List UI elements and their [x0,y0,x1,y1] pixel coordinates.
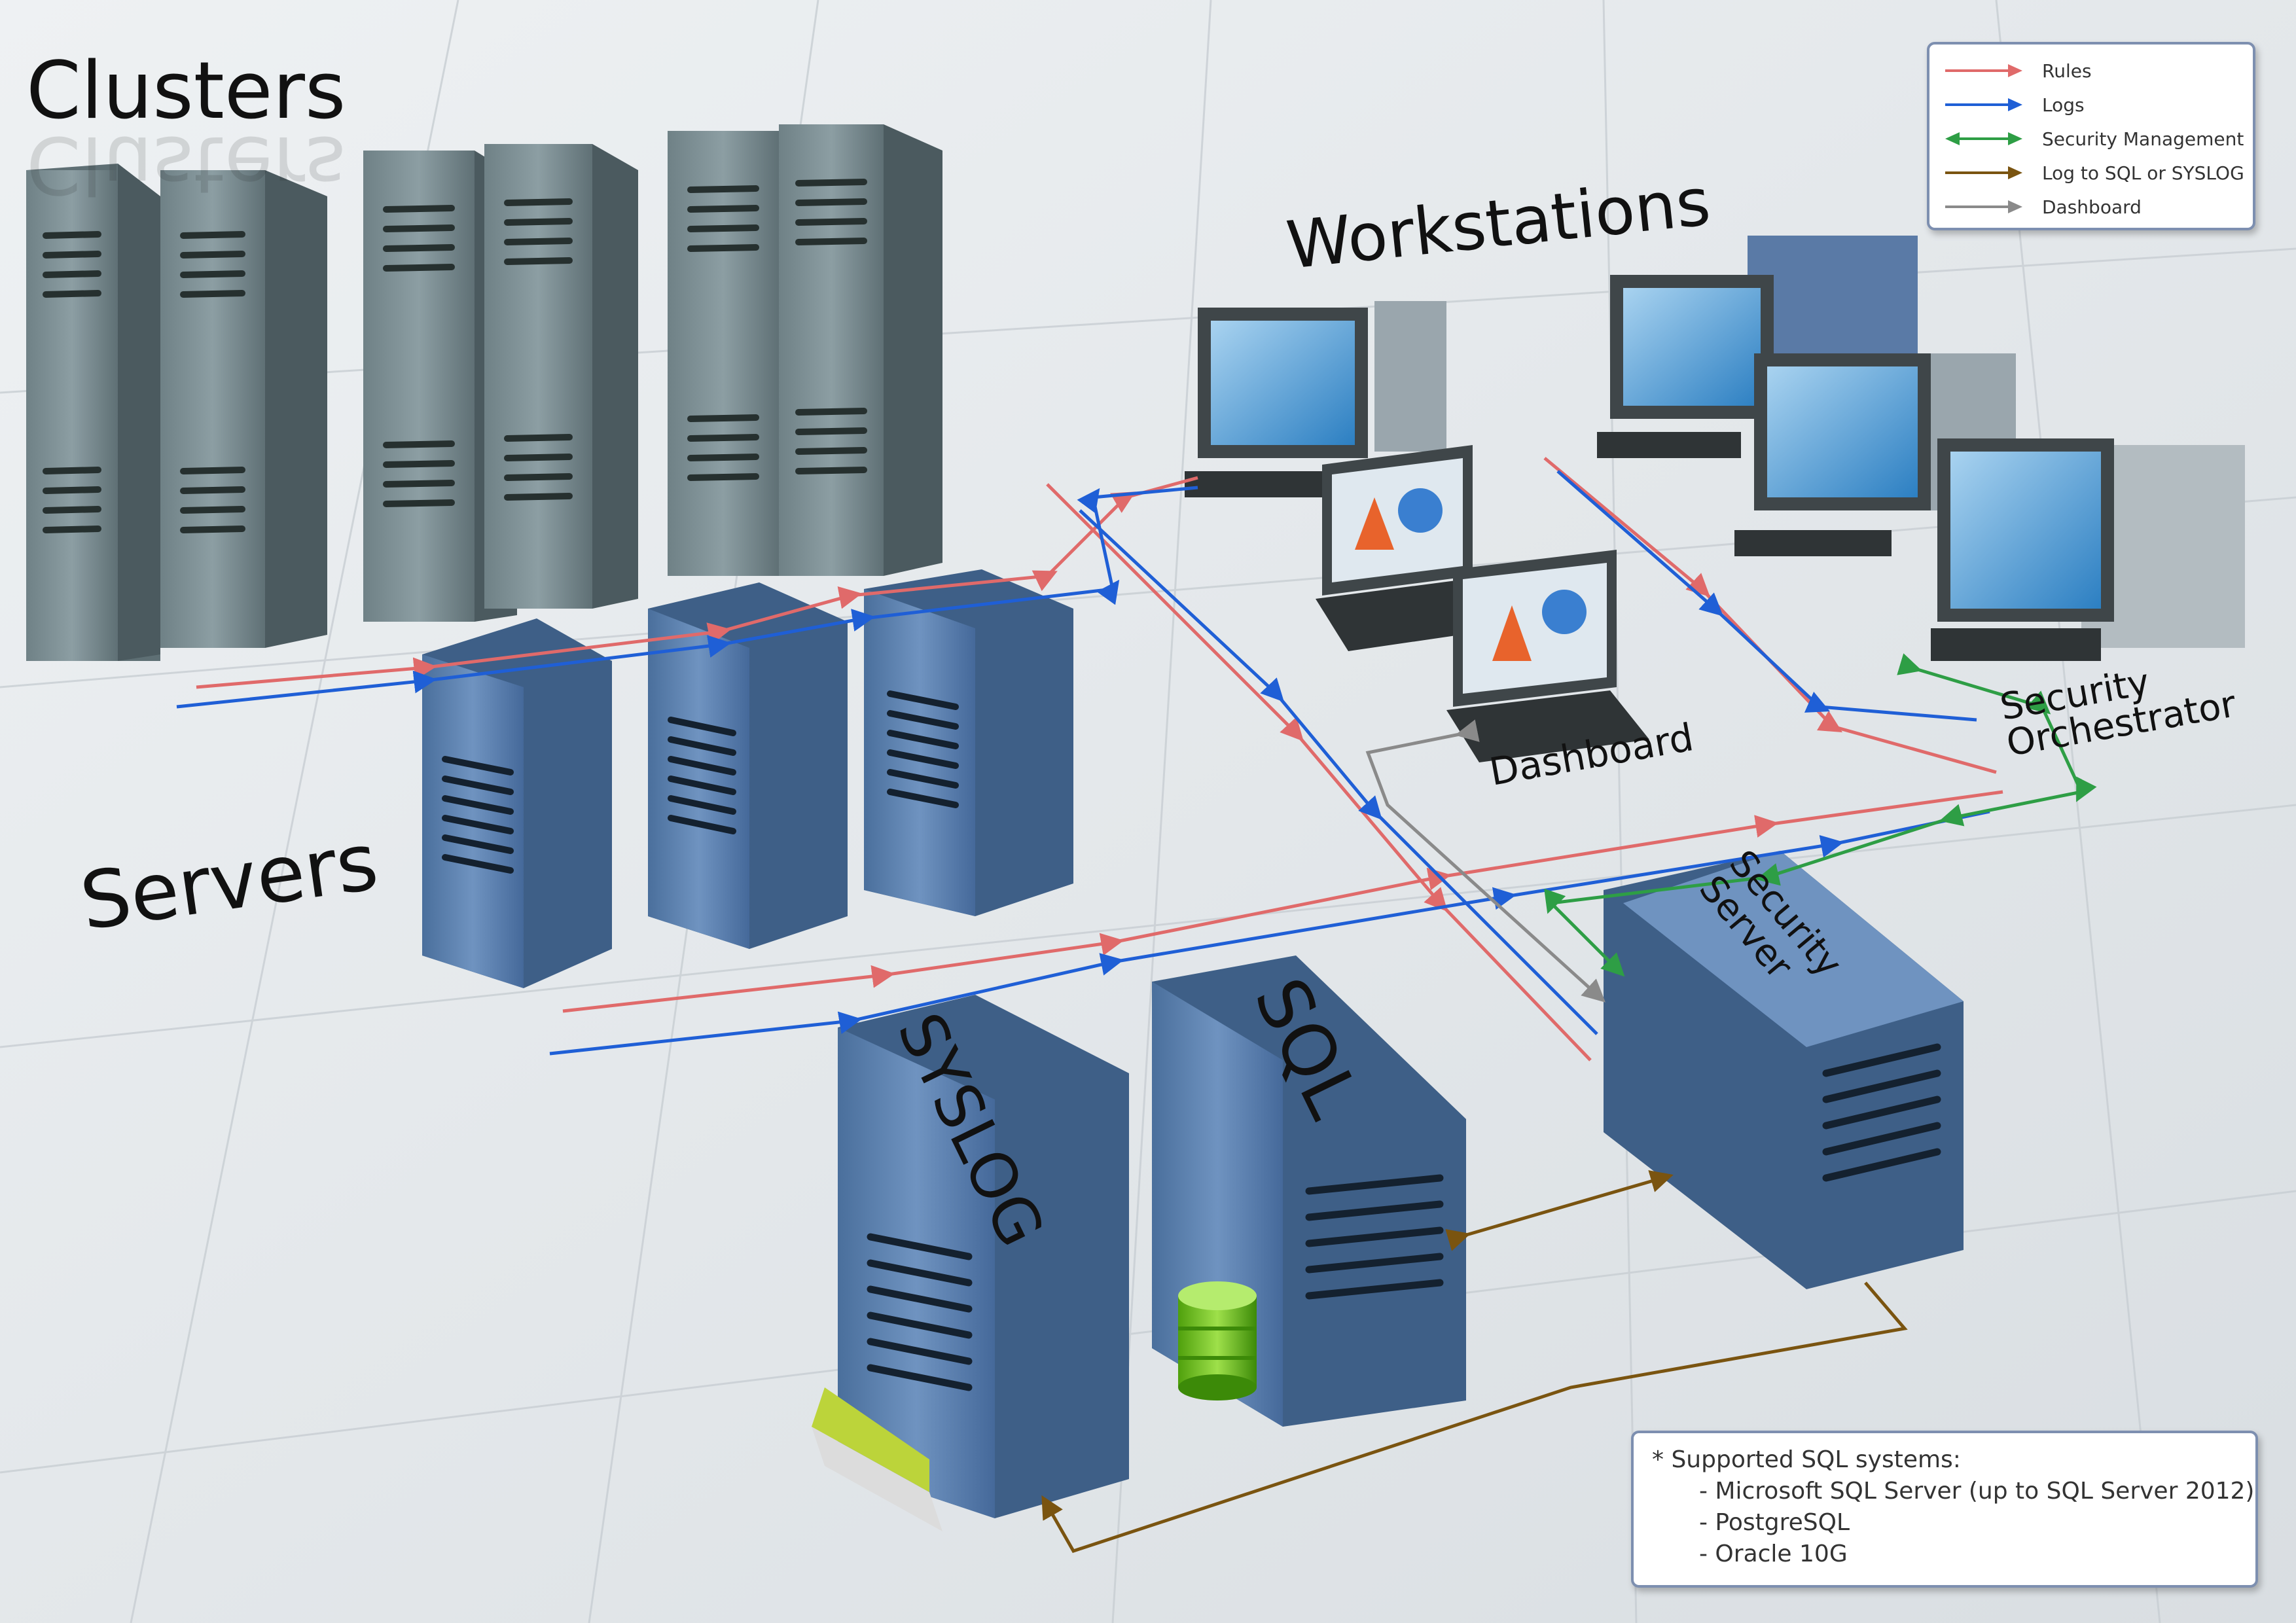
cluster-tower [484,144,638,609]
legend-item-logs: Logs [1943,92,2085,118]
legend-label: Security Management [2042,128,2244,150]
legend-label: Rules [2042,60,2092,82]
note-item: - Microsoft SQL Server (up to SQL Server… [1699,1478,2255,1505]
dashboard-laptop [1316,445,1505,651]
legend-label: Dashboard [2042,196,2142,218]
supported-sql-note: * Supported SQL systems: - Microsoft SQL… [1631,1431,2258,1588]
legend-label: Log to SQL or SYSLOG [2042,162,2244,184]
workstation [1185,301,1446,497]
log-to-sql-arrow-icon [1945,166,2022,179]
legend-item-rules: Rules [1943,58,2092,84]
security-management-arrow-icon [1945,132,2022,145]
rules-arrow-icon [1945,64,2022,77]
syslog-server [838,995,1129,1518]
clusters-label-reflection: Clusters [26,118,346,209]
cluster-tower [779,124,942,576]
note-item: - Oracle 10G [1699,1541,1848,1567]
server-tower [864,569,1073,916]
legend: Rules Logs Security Management Log to SQ… [1927,42,2255,230]
security-server-label: Security Server [1691,842,1857,1019]
syslog-book-icon [812,1387,942,1531]
server-tower [422,618,612,988]
cluster-tower [26,164,160,661]
legend-item-security-management: Security Management [1943,126,2244,152]
note-title: * Supported SQL systems: [1652,1446,1961,1473]
connections [176,457,2097,1554]
legend-label: Logs [2042,94,2085,116]
cluster-tower [160,170,327,648]
sql-database-icon [1178,1281,1257,1400]
note-item: - PostgreSQL [1699,1509,1850,1536]
clusters-label: Clusters [26,46,346,137]
legend-item-log-to-sql: Log to SQL or SYSLOG [1943,160,2244,186]
logs-arrow-icon [1945,98,2022,111]
dashboard-arrow-icon [1945,200,2022,213]
legend-item-dashboard: Dashboard [1943,194,2142,220]
